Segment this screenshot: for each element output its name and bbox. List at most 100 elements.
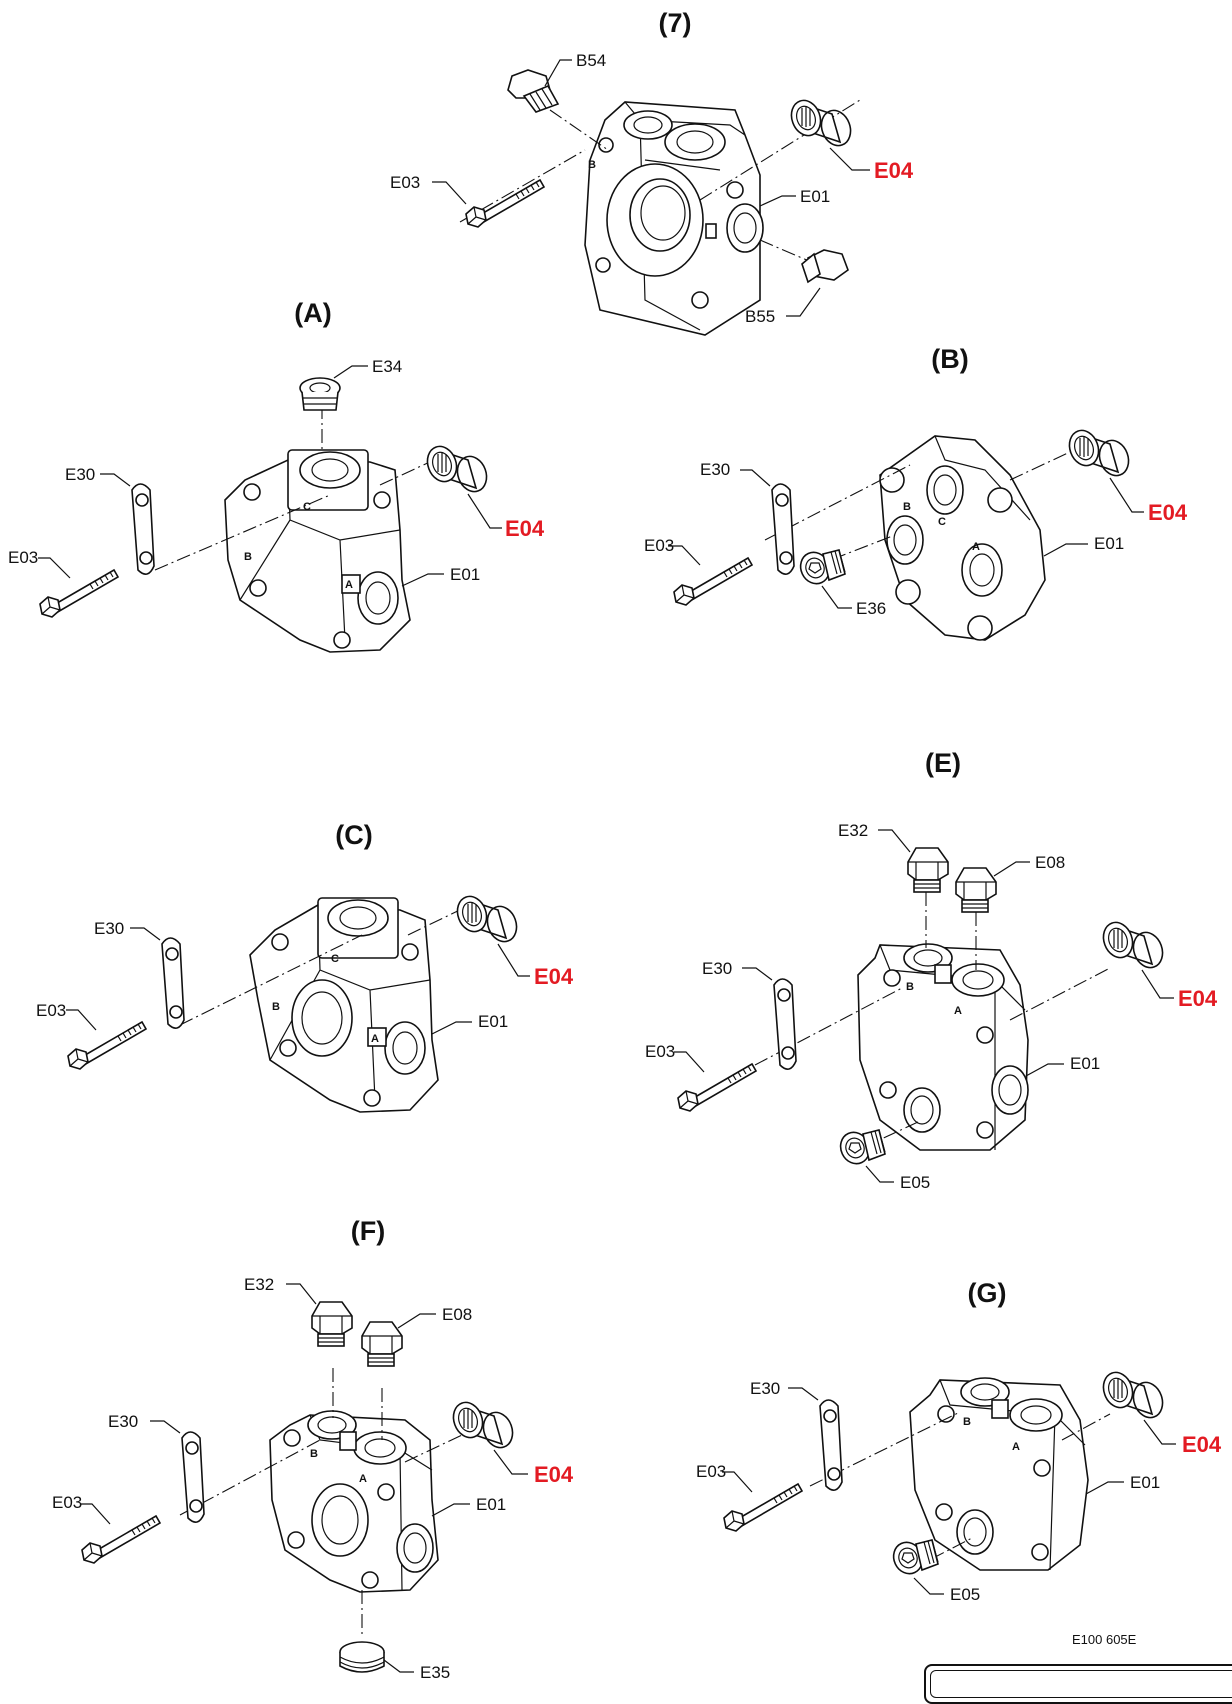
port-letter-b: B [588,159,596,171]
label-e32: E32 [838,821,868,840]
leader-e04 [829,147,870,171]
leader-e04 [497,943,530,977]
valve-body-e01 [249,897,439,1113]
leader-e01 [1043,543,1088,557]
bushing-e04 [447,1397,519,1453]
bushing-e04 [421,441,493,497]
port-letter-a: A [1012,1441,1020,1453]
label-e03: E03 [8,548,38,567]
leader-e05 [913,1577,944,1595]
socket-plug-e05 [834,1126,886,1170]
leader-e34 [333,365,368,379]
gasket-e30 [161,937,185,1029]
label-e01: E01 [1070,1054,1100,1073]
label-e04: E04 [874,158,914,183]
port-letter-b: B [906,981,914,993]
port-letter-a: A [359,1473,367,1485]
label-e03: E03 [52,1493,82,1512]
bushing-e04 [451,891,523,947]
gasket-e30 [773,978,797,1070]
centerline [179,1368,463,1636]
label-e30: E30 [702,959,732,978]
hex-plug-b55 [801,249,849,284]
leader-e01 [759,195,796,207]
gasket-e30 [181,1431,205,1523]
bolt-e03 [81,1515,161,1564]
label-e04: E04 [1178,986,1218,1011]
gasket-e30 [131,483,155,575]
bolt-e03 [465,179,545,228]
bolt-e03 [67,1021,147,1070]
leader-e03 [674,1051,705,1073]
group-a: (A) C B A E34 E30 [8,298,545,653]
hex-plug-e32 [311,1301,353,1347]
leader-e01 [1085,1481,1124,1495]
label-e35: E35 [420,1663,450,1682]
plug-e35 [339,1641,385,1673]
leader-b54 [544,59,572,87]
group-title-e: (E) [925,748,961,778]
leader-e03 [668,545,701,566]
label-e01: E01 [800,187,830,206]
bolt-e03 [677,1063,757,1112]
label-e04: E04 [1182,1432,1222,1457]
leader-e30 [740,469,771,487]
leader-e04 [1141,969,1174,999]
leader-e36 [821,585,852,609]
hex-plug-b54 [507,69,560,113]
leader-e01 [1025,1063,1064,1077]
gasket-e30 [819,1399,843,1491]
footer-frame [924,1664,1232,1704]
port-letter-a: A [954,1005,962,1017]
leader-e03 [80,1503,111,1525]
label-e30: E30 [108,1412,138,1431]
label-e08: E08 [442,1305,472,1324]
label-e01: E01 [1130,1473,1160,1492]
group-title-f: (F) [351,1216,385,1246]
label-e04: E04 [505,516,545,541]
group-e: (E) B A E32 E08 E30 [645,748,1218,1192]
leader-e03 [38,557,71,579]
port-letter-a: A [371,1033,379,1045]
leader-e04 [1143,1419,1176,1445]
label-e01: E01 [450,565,480,584]
label-e03: E03 [36,1001,66,1020]
reference-code: E100 605E [1072,1632,1137,1647]
leader-b55 [786,287,821,317]
leader-e04 [1109,477,1144,513]
label-e36: E36 [856,599,886,618]
group-f: (F) B A E32 E08 E30 [52,1216,574,1682]
leader-e30 [788,1387,819,1401]
valve-body-e01 [584,101,764,336]
bolt-e03 [723,1483,803,1532]
bolt-e03 [39,569,119,618]
bushing-e04 [1097,917,1169,973]
label-e34: E34 [372,357,402,376]
gasket-e30 [771,483,795,575]
leader-e01 [401,573,444,587]
bushing-e04 [1063,425,1135,481]
port-letter-b: B [963,1416,971,1428]
bushing-e04 [785,95,857,151]
group-7: (7) B B54 E03 [390,8,914,336]
valve-body-e01 [224,449,411,653]
leader-e35 [383,1659,414,1673]
label-e30: E30 [94,919,124,938]
leader-e05 [865,1165,894,1183]
leader-e01 [431,1503,470,1517]
centerline [459,99,861,271]
port-letter-b: B [244,551,252,563]
bushing-e04 [1097,1367,1169,1423]
label-e04: E04 [534,964,574,989]
label-e04: E04 [1148,500,1188,525]
bolt-e03 [673,557,753,606]
port-letter-a: A [345,579,353,591]
hex-plug-e32 [907,847,949,893]
socket-plug-e36 [794,546,846,590]
port-letter-c: C [938,516,946,528]
label-e03: E03 [390,173,420,192]
group-title-b: (B) [931,344,968,374]
port-letter-b: B [903,501,911,513]
label-e30: E30 [750,1379,780,1398]
